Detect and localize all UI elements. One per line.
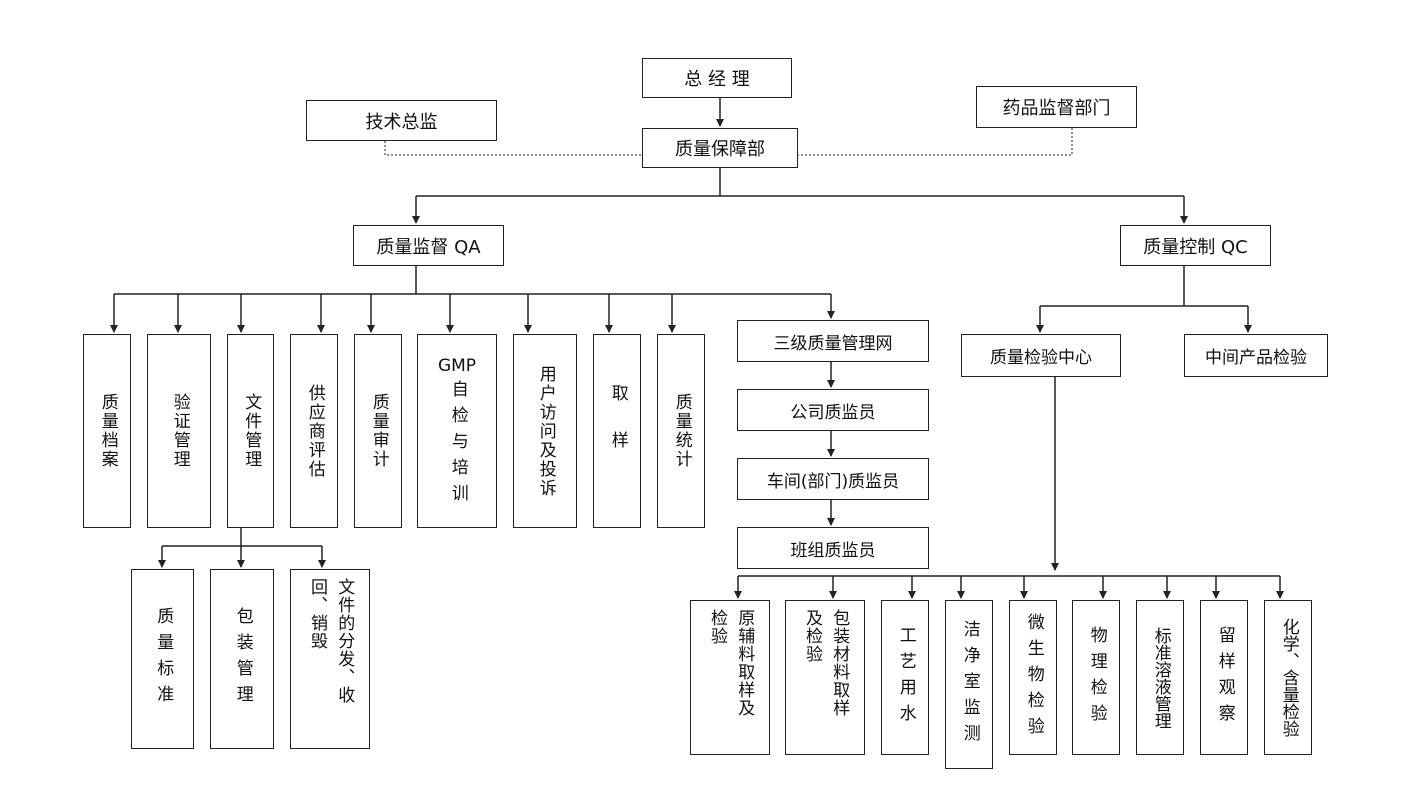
quality-supervision-qa-label: 质量监督 QA [376,236,481,258]
intermediate-product-inspection-label: 中间产品检验 [1205,348,1307,368]
cleanroom-monitoring-box: 洁净室监测 [945,600,993,769]
supplier-evaluation-label: 供应商评估 [304,383,325,479]
packaging-material-test-label: 包装材料取样及检验 [802,609,850,717]
microbial-test-label: 微生物检验 [1023,612,1044,743]
process-water-label: 工艺用水 [895,625,916,730]
quality-archives-label: 质量档案 [97,393,118,469]
qa-department-box: 质量保障部 [642,128,798,168]
quality-standards-box: 质量标准 [131,569,194,749]
packaging-management-label: 包装管理 [232,607,253,711]
standard-solution-label: 标准溶液管理 [1150,626,1171,729]
document-management-label: 文件管理 [241,393,262,469]
quality-audit-box: 质量审计 [354,334,402,528]
retained-sample-box: 留样观察 [1200,600,1248,755]
quality-standards-label: 质量标准 [153,607,174,711]
standard-solution-box: 标准溶液管理 [1136,600,1184,755]
supplier-evaluation-box: 供应商评估 [290,334,338,528]
tech-director-box: 技术总监 [306,100,497,141]
quality-archives-box: 质量档案 [83,334,131,528]
quality-inspection-center-label: 质量检验中心 [990,348,1092,368]
company-supervisor-label: 公司质监员 [790,402,876,423]
chemical-content-test-box: 化学、含量检验 [1264,600,1312,755]
company-supervisor-box: 公司质监员 [737,389,929,431]
three-level-network-box: 三级质量管理网 [737,320,929,362]
sampling-box: 取样 [593,334,641,528]
qa-department-label: 质量保障部 [675,139,765,160]
quality-control-qc-label: 质量控制 QC [1143,236,1248,258]
general-manager-box: 总 经 理 [642,58,792,98]
gmp-label: GMP [437,355,477,376]
retained-sample-label: 留样观察 [1214,625,1235,730]
three-level-network-label: 三级质量管理网 [773,333,893,354]
general-manager-label: 总 经 理 [684,69,750,90]
quality-inspection-center-box: 质量检验中心 [961,334,1121,377]
gmp-self-inspection-box: GMP 自检与培训 [417,334,497,528]
physical-test-label: 物理检验 [1086,625,1107,730]
team-supervisor-label: 班组质监员 [790,540,876,561]
workshop-supervisor-label: 车间(部门)质监员 [766,471,900,492]
document-management-box: 文件管理 [227,334,274,528]
user-complaints-label: 用户访问及投诉 [535,364,556,498]
packaging-material-test-box: 包装材料取样及检验 [785,600,865,755]
workshop-supervisor-box: 车间(部门)质监员 [737,458,929,500]
team-supervisor-box: 班组质监员 [737,527,929,569]
packaging-management-box: 包装管理 [210,569,274,749]
quality-statistics-box: 质量统计 [657,334,705,528]
cleanroom-monitoring-label: 洁净室监测 [959,619,980,750]
process-water-box: 工艺用水 [881,600,929,755]
drug-supervision-label: 药品监督部门 [1002,98,1111,119]
chemical-content-test-label: 化学、含量检验 [1278,618,1299,737]
physical-test-box: 物理检验 [1072,600,1120,755]
raw-material-test-label: 原辅料取样及检验 [707,609,755,717]
tech-director-label: 技术总监 [365,111,438,133]
self-inspection-training-label: 自检与培训 [447,380,468,511]
quality-supervision-qa-box: 质量监督 QA [353,225,504,266]
sampling-label: 取样 [607,384,628,478]
quality-statistics-label: 质量统计 [671,393,692,469]
raw-material-test-box: 原辅料取样及检验 [690,600,770,755]
user-complaints-box: 用户访问及投诉 [513,334,577,528]
validation-management-box: 验证管理 [147,334,211,528]
intermediate-product-inspection-box: 中间产品检验 [1184,334,1328,377]
document-distribution-box: 文件的分发、收回、销毁 [290,569,370,749]
document-distribution-label: 文件的分发、收回、销毁 [307,578,355,704]
validation-management-label: 验证管理 [169,393,190,469]
quality-audit-label: 质量审计 [368,393,389,469]
microbial-test-box: 微生物检验 [1009,600,1057,755]
drug-supervision-box: 药品监督部门 [976,86,1137,128]
quality-control-qc-box: 质量控制 QC [1120,225,1271,266]
